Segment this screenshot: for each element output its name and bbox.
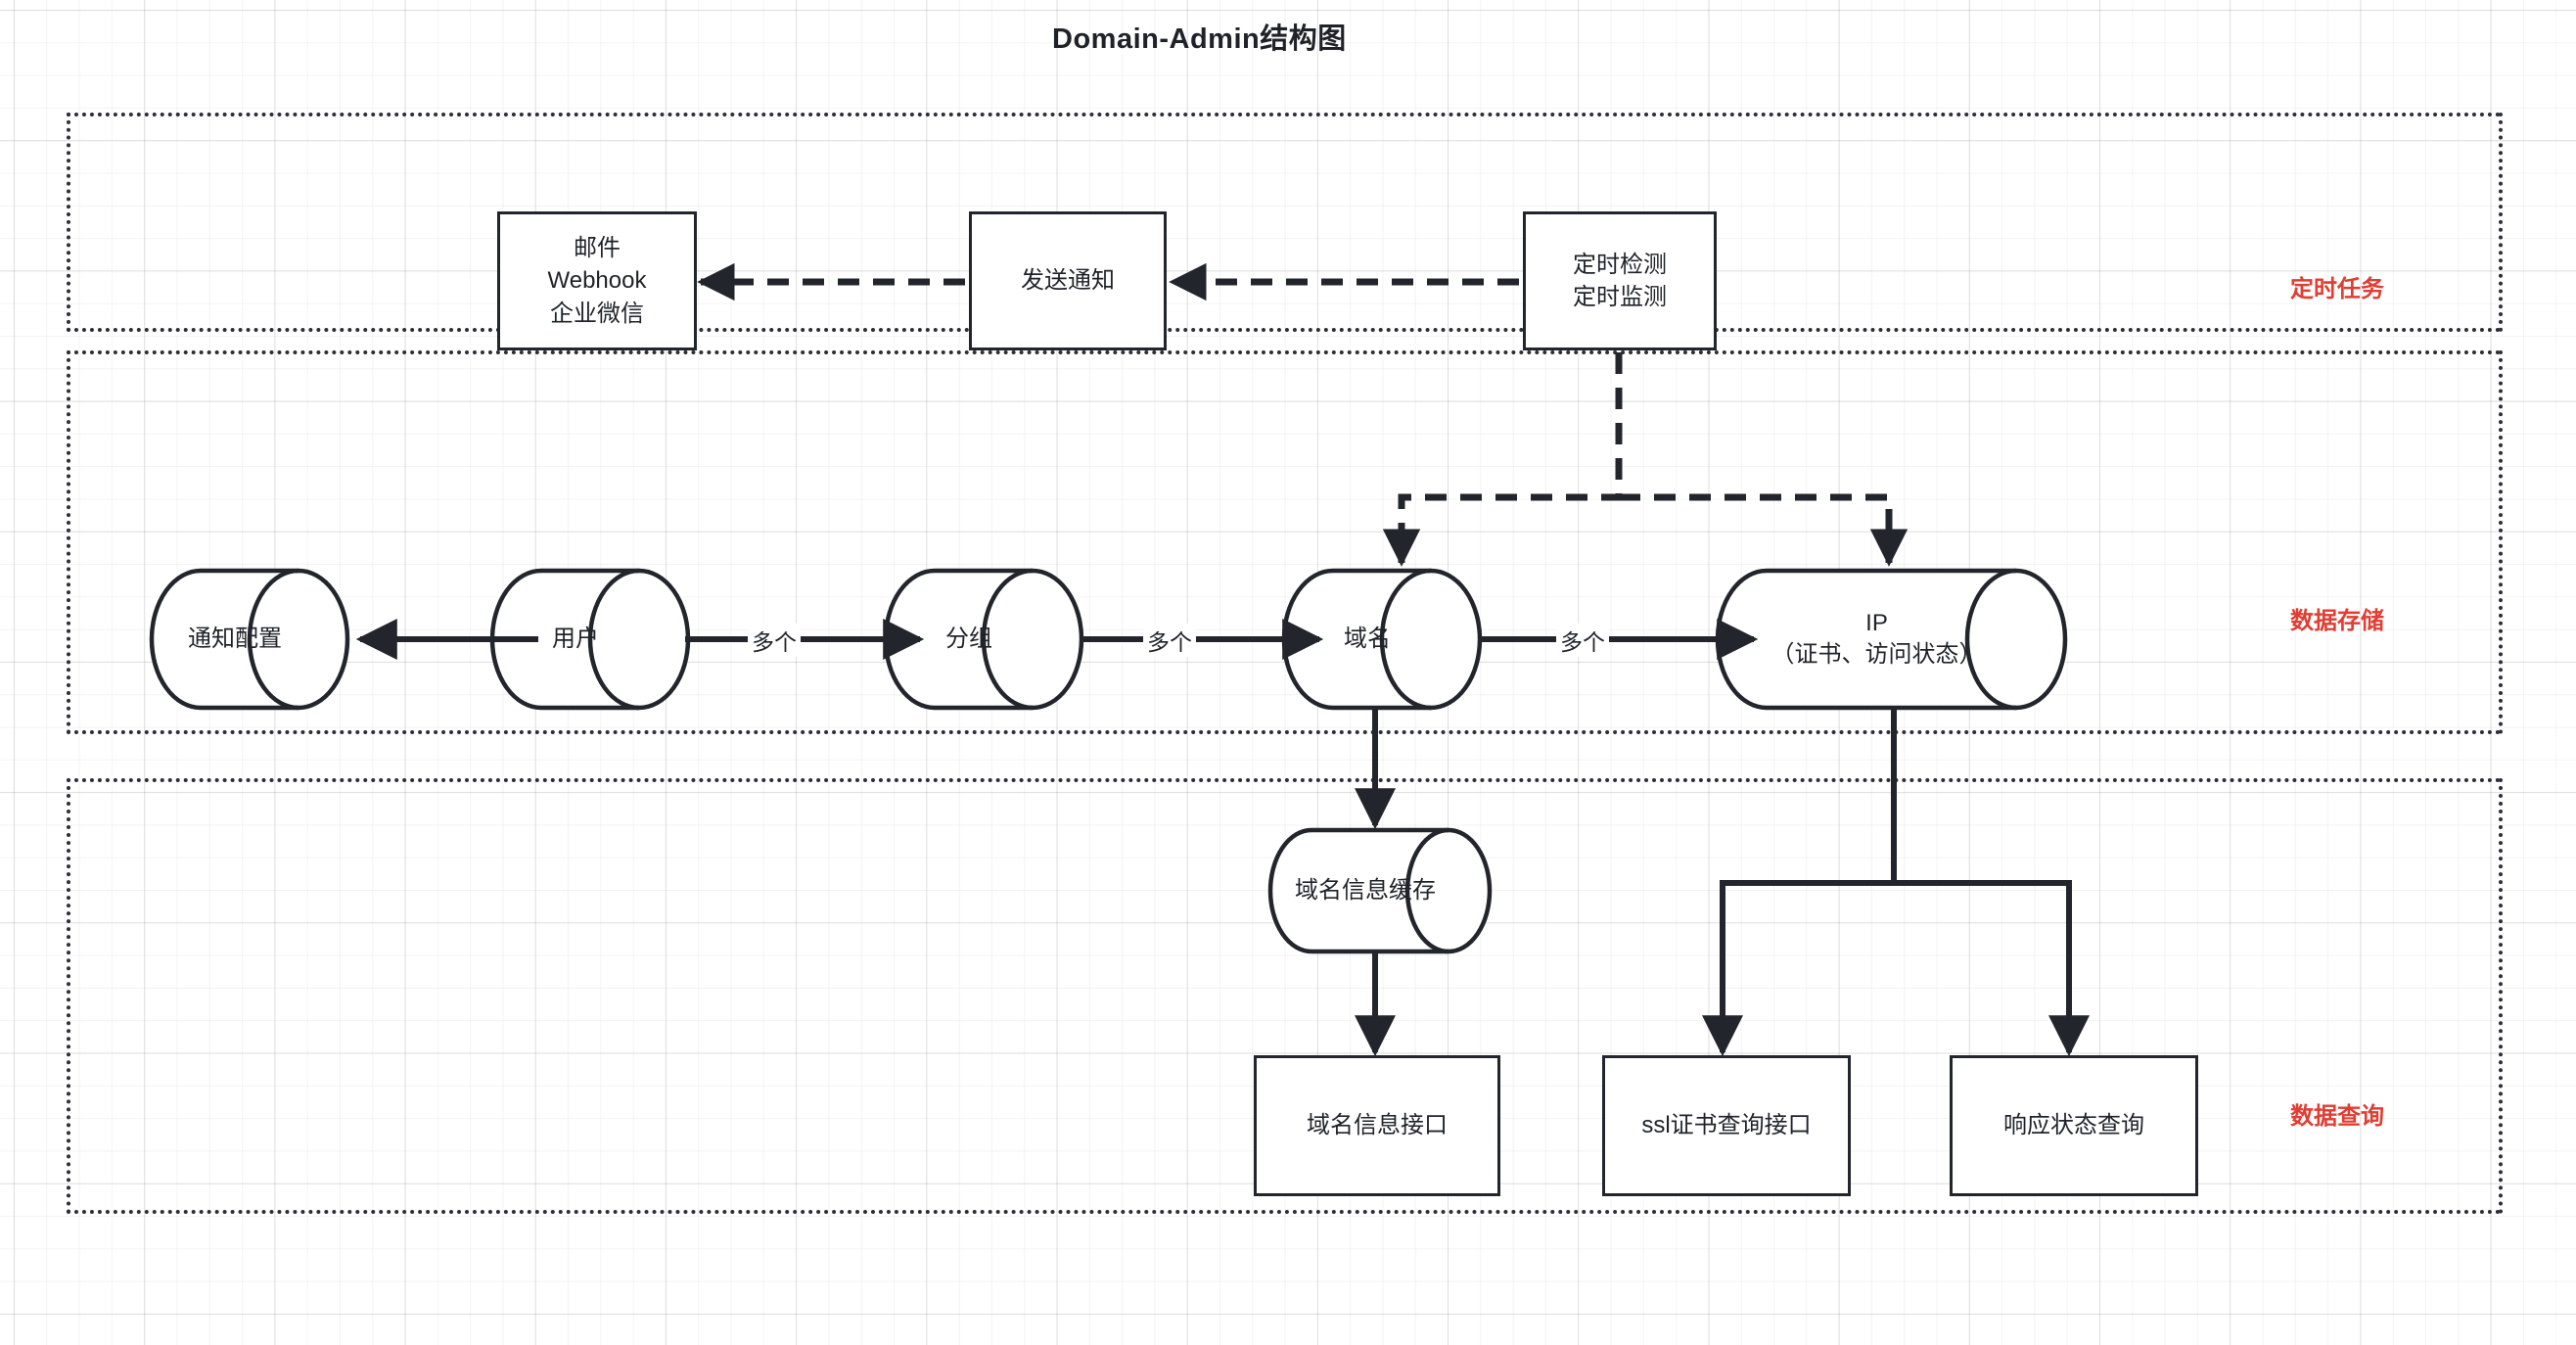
node-scheduler: 定时检测 定时监测 xyxy=(1523,211,1717,350)
node-domain-api: 域名信息接口 xyxy=(1254,1055,1500,1196)
section-scheduled-tasks xyxy=(67,113,2503,332)
cylinder-domain xyxy=(1281,568,1483,711)
node-scheduler-line1: 定时检测 xyxy=(1573,251,1667,278)
edge-label-domain-to-ip: 多个 xyxy=(1556,624,1609,657)
cylinder-ip xyxy=(1715,568,2068,711)
cylinder-notify-config xyxy=(149,568,350,711)
section-label-data-query: 数据查询 xyxy=(2290,1103,2384,1130)
section-label-data-storage: 数据存储 xyxy=(2290,608,2384,634)
edge-label-user-to-group: 多个 xyxy=(748,624,801,657)
cylinder-user xyxy=(489,568,691,711)
cylinder-domain-cache xyxy=(1267,827,1493,954)
section-label-scheduled-tasks: 定时任务 xyxy=(2290,276,2384,302)
edge-scheduler-to-ip xyxy=(1619,493,1909,567)
node-send-notify: 发送通知 xyxy=(969,211,1167,350)
edge-ip-to-status-api xyxy=(1894,880,2090,1057)
edge-scheduler-to-domain xyxy=(1382,352,1623,567)
edge-ip-to-ssl-api xyxy=(1702,708,1897,1057)
node-notify-channels-line1: 邮件 xyxy=(574,235,621,262)
edge-label-group-to-domain: 多个 xyxy=(1143,624,1196,657)
node-scheduler-line2: 定时监测 xyxy=(1573,284,1667,310)
cylinder-group xyxy=(883,568,1084,711)
node-status-api: 响应状态查询 xyxy=(1950,1055,2198,1196)
section-data-query xyxy=(67,778,2503,1214)
node-notify-channels: 邮件 Webhook 企业微信 xyxy=(497,211,697,350)
section-data-storage xyxy=(67,350,2503,734)
diagram-title: Domain-Admin结构图 xyxy=(1052,23,1347,55)
node-notify-channels-line2: Webhook xyxy=(547,267,647,295)
node-ssl-api: ssl证书查询接口 xyxy=(1602,1055,1851,1196)
node-notify-channels-line3: 企业微信 xyxy=(550,300,644,327)
